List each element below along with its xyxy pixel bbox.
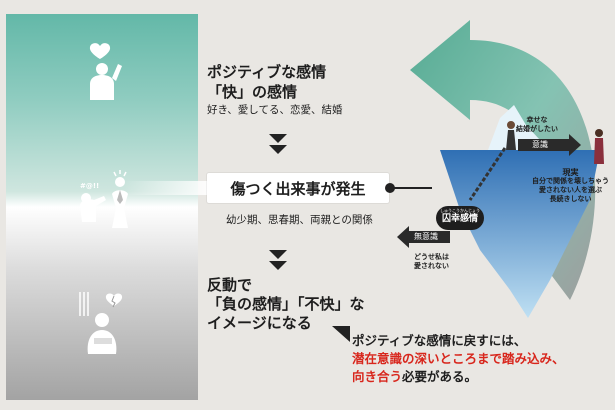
reaction-line-3: イメージになる xyxy=(207,314,312,332)
badge-ruby: しゅうこうかんじょう xyxy=(440,208,480,213)
positive-title-2: 「快」の感情 xyxy=(207,83,298,101)
subconscious-arrow: 無意識 xyxy=(408,231,450,243)
note-line-3-rest: 必要がある。 xyxy=(402,369,478,384)
note-line-1: ポジティブな感情に戻すには、 xyxy=(352,333,527,348)
reality-line-1: 自分で関係を壊しちゃう xyxy=(532,177,609,185)
note-line-2: 潜在意識の深いところまで踏み込み、 xyxy=(352,351,565,366)
heart-hand-person-icon xyxy=(89,43,122,100)
crouching-heartbroken-person-icon xyxy=(79,292,123,354)
doubt-block: どうせ私は 愛されない xyxy=(414,253,449,271)
down-arrow-icon xyxy=(269,134,287,154)
subconscious-arrowhead xyxy=(397,226,409,248)
bottom-note: ポジティブな感情に戻すには、 潜在意識の深いところまで踏み込み、 向き合う必要が… xyxy=(352,332,565,386)
note-line-3-red: 向き合う xyxy=(352,369,403,384)
iceberg-underwater xyxy=(440,150,600,318)
wish-line-1: 幸せな xyxy=(526,116,548,124)
pointer-triangle-icon xyxy=(332,326,350,342)
badge: しゅうこうかんじょう 囚幸感情 xyxy=(436,206,484,230)
iceberg-diagram xyxy=(410,20,600,318)
light-beam xyxy=(124,181,208,195)
connector-line xyxy=(394,187,432,189)
reaction-line-2: 「負の感情」「不快」な xyxy=(207,295,365,313)
subconscious-label: 無意識 xyxy=(414,232,438,241)
reality-block: 現実 自分で関係を壊しちゃう 愛されない人を選ぶ 長続きしない xyxy=(532,168,609,204)
positive-title-1: ポジティブな感情 xyxy=(207,63,327,81)
wish-line-2: 結婚がしたい xyxy=(516,125,558,133)
conscious-arrow: 意識 xyxy=(518,139,570,151)
event-label: 傷つく出来事が発生 xyxy=(230,179,366,198)
couple-figure-icon xyxy=(594,129,604,164)
reality-line-3: 長続きしない xyxy=(549,195,592,203)
speech-symbols: #@!! xyxy=(80,182,100,190)
event-box: 傷つく出来事が発生 xyxy=(207,173,389,203)
badge-text: 囚幸感情 xyxy=(441,214,478,224)
reality-title: 現実 xyxy=(562,168,579,177)
positive-examples: 好き、愛してる、恋愛、結婚 xyxy=(207,104,343,116)
note-line-3: 向き合う必要がある。 xyxy=(352,368,565,386)
positive-emotion-block: ポジティブな感情 「快」の感情 好き、愛してる、恋愛、結婚 xyxy=(207,62,342,119)
iceberg-tip xyxy=(488,105,560,150)
conscious-label: 意識 xyxy=(532,140,548,149)
reality-line-2: 愛されない人を選ぶ xyxy=(539,186,602,194)
doubt-line-1: どうせ私は xyxy=(414,253,449,261)
connector-dot xyxy=(385,183,395,193)
woman-figure-icon xyxy=(506,121,516,150)
reaction-block: 反動で 「負の感情」「不快」な イメージになる xyxy=(207,276,365,333)
doubt-line-2: 愛されない xyxy=(414,262,449,270)
event-examples: 幼少期、思春期、両親との関係 xyxy=(226,214,373,226)
down-arrow-icon xyxy=(269,250,287,270)
chain xyxy=(468,147,507,201)
reaction-line-1: 反動で xyxy=(207,276,253,294)
scolded-person-icon xyxy=(80,170,128,228)
conscious-arrowhead xyxy=(569,134,581,156)
wish-label: 幸せな 結婚がしたい xyxy=(516,116,558,134)
